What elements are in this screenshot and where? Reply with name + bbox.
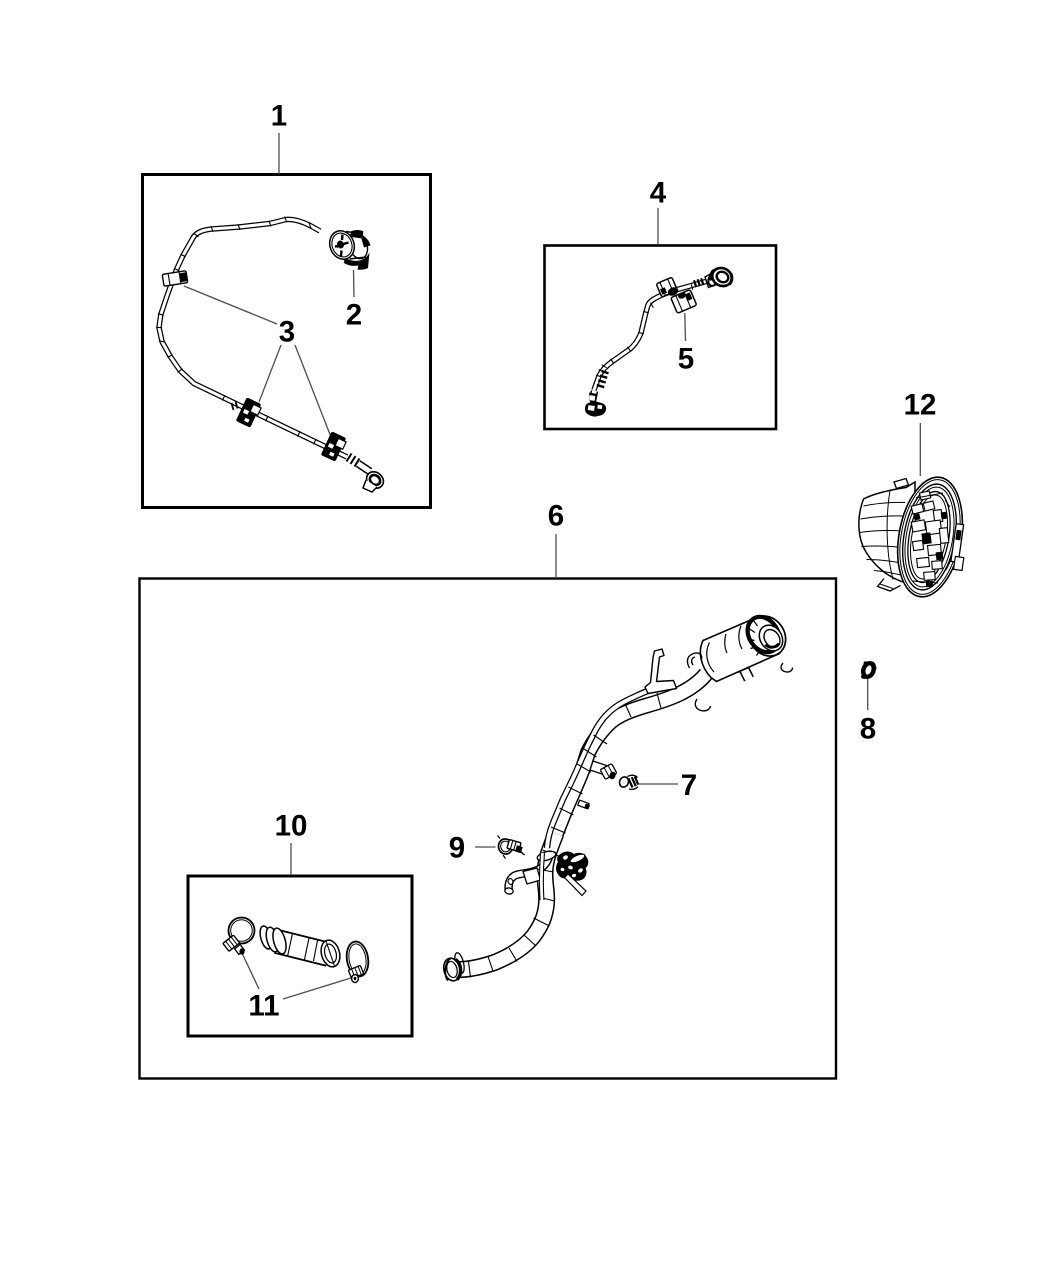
svg-text:9: 9: [449, 832, 465, 865]
svg-text:2: 2: [346, 299, 362, 332]
svg-text:11: 11: [248, 990, 279, 1023]
svg-text:5: 5: [678, 343, 694, 376]
svg-text:1: 1: [271, 100, 287, 133]
svg-text:7: 7: [681, 769, 697, 802]
svg-text:10: 10: [275, 810, 308, 843]
svg-text:3: 3: [279, 316, 295, 349]
svg-text:12: 12: [904, 389, 937, 422]
svg-text:4: 4: [650, 177, 667, 210]
svg-text:6: 6: [548, 500, 564, 533]
svg-text:8: 8: [860, 713, 876, 746]
